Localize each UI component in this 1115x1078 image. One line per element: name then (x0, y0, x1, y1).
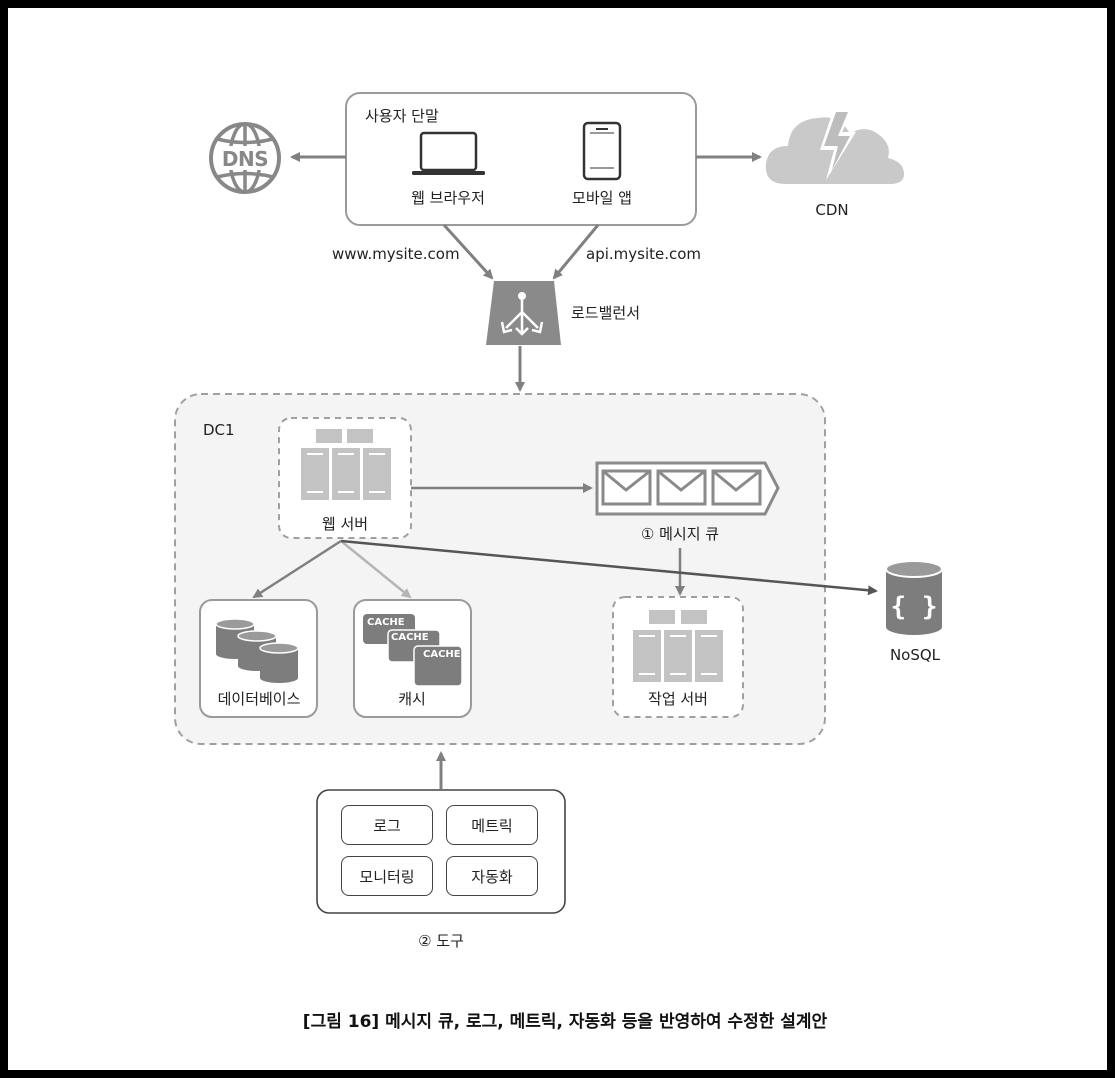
dc1-label: DC1 (203, 421, 235, 439)
cache-tag: CACHE (367, 617, 405, 628)
load-balancer-icon (486, 281, 561, 345)
dns-globe-icon (209, 122, 281, 194)
figure-caption: [그림 16] 메시지 큐, 로그, 메트릭, 자동화 등을 반영하여 수정한 … (302, 1012, 828, 1032)
arrow-web-to-lb (442, 223, 494, 280)
arrow-api-to-lb (552, 224, 600, 280)
load-balancer-label: 로드밸런서 (571, 304, 641, 322)
message-queue-icon (595, 461, 780, 516)
arrow-web-to-cache (340, 540, 412, 599)
api-url-label: api.mysite.com (586, 245, 702, 263)
laptop-icon (412, 131, 485, 175)
user-devices-title: 사용자 단말 (365, 107, 439, 125)
tools-label: ② 도구 (418, 932, 464, 950)
web-server-icon (301, 429, 391, 500)
arrow-web-to-nosql (340, 539, 878, 596)
tool-automation: 자동화 (446, 856, 538, 896)
database-icon (215, 618, 299, 683)
tool-log: 로그 (341, 805, 433, 845)
web-browser-label: 웹 브라우저 (411, 189, 485, 207)
worker-server-icon (633, 610, 723, 682)
cache-label: 캐시 (398, 690, 426, 708)
web-server-label: 웹 서버 (321, 515, 369, 533)
cache-tag: CACHE (391, 632, 429, 643)
worker-server-label: 작업 서버 (648, 690, 708, 708)
tool-metrics: 메트릭 (446, 805, 538, 845)
mobile-app-label: 모바일 앱 (572, 189, 632, 207)
figure-frame: { } 사용자 단말 웹 브라우저 모바일 앱 DNS CDN www.mysi… (8, 8, 1107, 1070)
architecture-diagram: { } (174, 92, 943, 914)
web-url-label: www.mysite.com (332, 245, 460, 263)
nosql-label: NoSQL (889, 646, 941, 664)
database-label: 데이터베이스 (217, 690, 301, 708)
svg-text:{ }: { } (891, 592, 938, 622)
cache-tag: CACHE (423, 649, 461, 660)
arrow-web-to-db (252, 539, 342, 599)
nosql-icon: { } (885, 560, 943, 635)
tool-monitoring: 모니터링 (341, 856, 433, 896)
mobile-icon (582, 121, 622, 181)
cache-icon (363, 614, 463, 687)
dns-label: DNS (221, 147, 269, 171)
message-queue-label: ① 메시지 큐 (640, 525, 720, 543)
cdn-label: CDN (815, 201, 849, 219)
cdn-cloud-icon (765, 108, 904, 184)
